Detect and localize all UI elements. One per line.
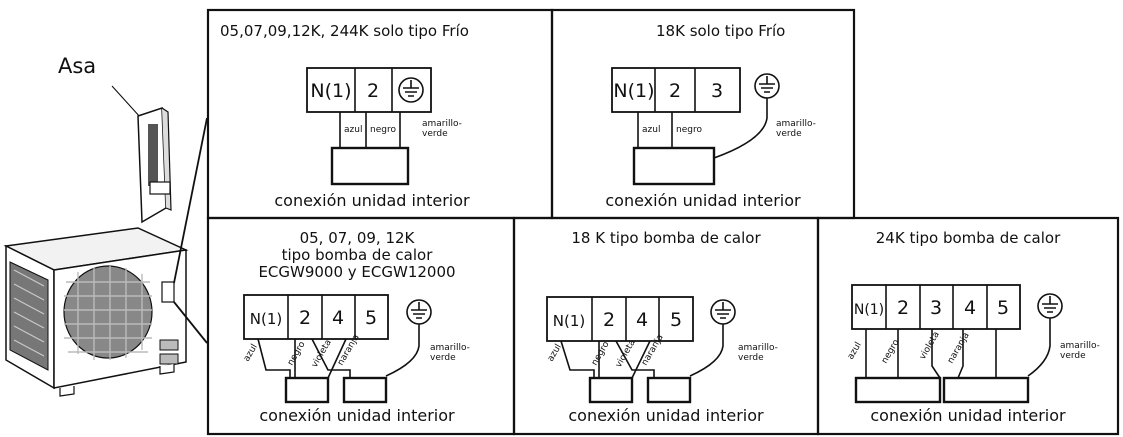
terminal-5: 5 <box>365 307 377 329</box>
terminal-5: 5 <box>997 297 1009 319</box>
earth-icon <box>689 299 736 377</box>
earth-terminal-icon <box>398 77 424 103</box>
earth-wire-label-2: verde <box>430 353 456 363</box>
wire-label-negro: negro <box>676 125 702 135</box>
wire-label-azul: azul <box>846 341 864 362</box>
fan-grille <box>9 261 153 371</box>
outdoor-unit-body <box>3 227 189 397</box>
indoor-unit-box-left <box>854 376 942 404</box>
panel-cold-only-05-12k: 05,07,09,12K, 244K solo tipo Frío N(1) 2… <box>220 22 470 210</box>
indoor-unit-box-left <box>284 376 330 404</box>
earth-icon <box>385 299 432 377</box>
wire-label-azul: azul <box>344 125 362 135</box>
terminal-2: 2 <box>897 297 909 319</box>
terminal-2: 2 <box>367 80 379 102</box>
indoor-unit-box <box>632 146 716 186</box>
panel-title: 24K tipo bomba de calor <box>876 229 1061 247</box>
zoom-line-top <box>173 117 208 284</box>
terminal-2: 2 <box>299 307 311 329</box>
indoor-unit-box-right <box>342 376 388 404</box>
connection-label: conexión unidad interior <box>274 191 470 210</box>
indoor-unit-box-right <box>942 376 1030 404</box>
wires: azul negro amarillo- verde <box>339 112 462 148</box>
panel-frames <box>206 8 1120 436</box>
terminal-n1: N(1) <box>613 80 654 102</box>
terminal-cover <box>161 281 175 303</box>
terminal-n1: N(1) <box>553 312 585 330</box>
panel-cold-only-18k: 18K solo tipo Frío N(1) 2 3 azul negro a… <box>605 22 816 210</box>
wires: azul negro violeta naranja amarillo- ver… <box>846 329 1100 379</box>
panel-title: 18K solo tipo Frío <box>656 22 785 40</box>
service-valves <box>159 339 179 365</box>
terminal-5: 5 <box>670 309 682 331</box>
terminal-n1: N(1) <box>854 302 884 318</box>
terminal-4: 4 <box>964 297 976 319</box>
terminal-2: 2 <box>603 309 615 331</box>
earth-wire-label-2: verde <box>422 129 448 139</box>
indoor-unit-box-left <box>588 376 634 404</box>
panel-title: 18 K tipo bomba de calor <box>571 229 761 247</box>
unit-feet <box>59 364 175 397</box>
terminal-block: N(1) 2 3 4 5 <box>851 284 1021 330</box>
earth-wire-label-1: amarillo- <box>1060 341 1100 351</box>
terminal-n1: N(1) <box>250 310 282 328</box>
terminal-3: 3 <box>930 297 942 319</box>
panel-title-line-2: tipo bomba de calor <box>282 246 434 264</box>
panel-title: 05,07,09,12K, 244K solo tipo Frío <box>220 22 469 40</box>
terminal-block: N(1) 2 3 <box>611 67 741 113</box>
terminal-4: 4 <box>332 307 344 329</box>
earth-wire-label-1: amarillo- <box>776 119 816 129</box>
earth-wire-label-1: amarillo- <box>430 343 470 353</box>
indoor-unit-box-right <box>646 376 692 404</box>
connection-label: conexión unidad interior <box>605 191 801 210</box>
panel-heat-pump-24k: 24K tipo bomba de calor N(1) 2 3 4 5 azu… <box>846 229 1100 425</box>
terminal-3: 3 <box>711 80 723 102</box>
wire-label-negro: negro <box>286 340 308 368</box>
earth-wire-label-2: verde <box>1060 351 1086 361</box>
wire-label-negro: negro <box>370 125 396 135</box>
terminal-block: N(1) 2 <box>306 67 432 113</box>
earth-icon <box>713 73 780 159</box>
panel-heat-pump-05-12k: 05, 07, 09, 12K tipo bomba de calor ECGW… <box>242 229 470 425</box>
earth-wire-label-1: amarillo- <box>422 119 462 129</box>
connection-label: conexión unidad interior <box>568 406 764 425</box>
earth-wire-label-2: verde <box>738 353 764 363</box>
handle-cover <box>137 106 172 224</box>
terminal-block: N(1) 2 4 5 <box>243 294 389 340</box>
wire-label-negro: negro <box>590 340 612 368</box>
wires: azul negro amarillo- verde <box>637 112 816 148</box>
terminal-n1: N(1) <box>310 80 351 102</box>
panel-title-line-1: 05, 07, 09, 12K <box>300 229 416 247</box>
wire-label-azul: azul <box>242 343 260 364</box>
panel-heat-pump-18k: 18 K tipo bomba de calor N(1) 2 4 5 azul… <box>546 229 778 425</box>
wire-label-violeta: violeta <box>918 330 942 361</box>
connection-label: conexión unidad interior <box>870 406 1066 425</box>
connection-label: conexión unidad interior <box>259 406 455 425</box>
earth-wire-label-2: verde <box>776 129 802 139</box>
outdoor-unit-illustration: Asa <box>3 54 208 397</box>
wire-label-azul: azul <box>642 125 660 135</box>
earth-wire-label-1: amarillo- <box>738 343 778 353</box>
wire-label-naranja: naranja <box>946 331 972 366</box>
terminal-block: N(1) 2 4 5 <box>546 296 694 342</box>
terminal-2: 2 <box>669 80 681 102</box>
wire-label-azul: azul <box>546 343 564 364</box>
indoor-unit-box <box>330 146 410 186</box>
zoom-line-bottom <box>173 301 208 344</box>
handle-label: Asa <box>58 54 96 78</box>
panel-title-line-3: ECGW9000 y ECGW12000 <box>258 263 455 281</box>
earth-icon <box>1027 293 1063 377</box>
terminal-4: 4 <box>636 309 648 331</box>
